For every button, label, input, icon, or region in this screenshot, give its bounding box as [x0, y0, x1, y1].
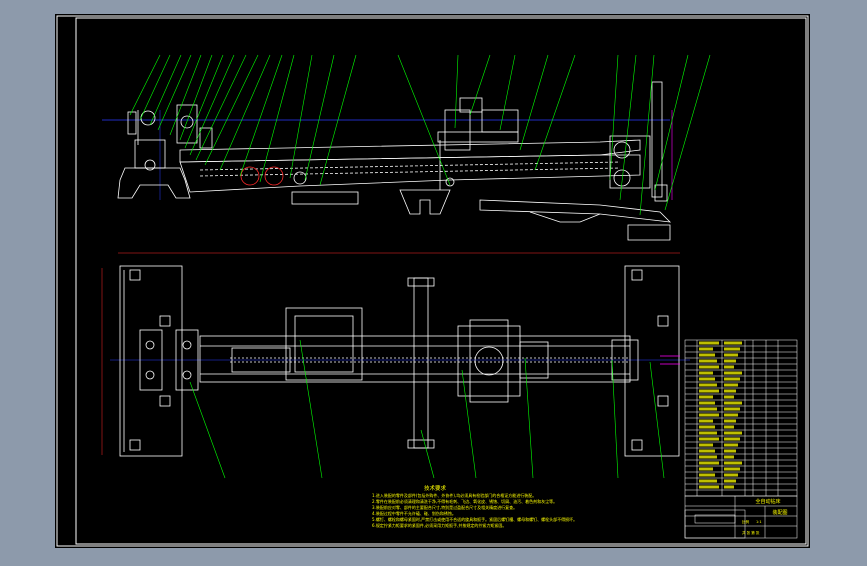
parts-row-material-mark [724, 347, 740, 351]
parts-row-material-mark [724, 467, 740, 471]
parts-row-text-mark [699, 467, 713, 471]
feed-hopper [285, 307, 363, 381]
parts-row-material-mark [724, 407, 740, 411]
vertical-post [651, 81, 663, 198]
parts-row-material-mark [724, 395, 734, 399]
parts-row-material-mark [724, 383, 738, 387]
main-beam-plan [199, 335, 631, 383]
notes-line-2: 2.零件在装配前必须清理和清洗干净,不得有毛刺、飞边、氧化皮、锈蚀、切屑、油污、… [372, 498, 557, 504]
right-carriage [609, 135, 651, 189]
parts-row-text-mark [699, 353, 715, 357]
parts-list [684, 339, 798, 497]
parts-row-text-mark [699, 425, 715, 429]
parts-row-text-mark [699, 341, 719, 345]
parts-row-material-mark [724, 353, 738, 357]
title-scale-label: 比例 [742, 519, 750, 524]
left-base-plate [119, 265, 183, 457]
notes-line-4: 4.装配过程中零件不允许磕、碰、划伤和锈蚀。 [372, 510, 456, 516]
parts-row-text-mark [699, 455, 717, 459]
right-base-plate [624, 265, 680, 457]
parts-row-material-mark [724, 359, 736, 363]
parts-row-material-mark [724, 449, 736, 453]
notes-heading: 技术要求 [424, 484, 447, 492]
parts-row-text-mark [699, 401, 715, 405]
parts-row-text-mark [699, 365, 719, 369]
title-scale: 1:1 [756, 520, 762, 524]
roller-red-right [264, 166, 284, 186]
drill-head [444, 109, 471, 151]
parts-row-text-mark [699, 473, 715, 477]
notes-line-1: 1.进入装配的零件及部件(包括外购件、外协件),均必须具有检验部门的合格证方能进… [372, 492, 536, 498]
parts-row-text-mark [699, 461, 719, 465]
parts-row-material-mark [724, 377, 740, 381]
parts-row-text-mark [699, 377, 715, 381]
parts-row-text-mark [699, 479, 717, 483]
parts-row-material-mark [724, 431, 742, 435]
lower-bracket [399, 189, 451, 215]
parts-row-material-mark [724, 437, 740, 441]
parts-row-material-mark [724, 419, 736, 423]
front-view [102, 81, 673, 241]
parts-row-text-mark [699, 419, 713, 423]
plan-view [101, 252, 690, 457]
technical-notes: 技术要求 1.进入装配的零件及部件(包括外购件、外协件),均必须具有检验部门的合… [372, 484, 577, 528]
parts-row-text-mark [699, 395, 713, 399]
parts-row-text-mark [699, 407, 717, 411]
parts-row-material-mark [724, 425, 734, 429]
title-drawing-name: 全自动钻床 [755, 498, 780, 505]
parts-row-material-mark [724, 371, 742, 375]
leader-lines-bottom [189, 339, 665, 479]
parts-row-material-mark [724, 389, 736, 393]
parts-row-material-mark [724, 341, 742, 345]
title-block [684, 495, 798, 539]
parts-row-text-mark [699, 371, 713, 375]
parts-row-material-mark [724, 455, 734, 459]
parts-row-text-mark [699, 485, 719, 489]
notes-line-5: 5.螺钉、螺栓和螺母紧固时,严禁打击或使用不合适的旋具和扳手。紧固后螺钉槽、螺母… [372, 516, 577, 522]
parts-row-material-mark [724, 401, 742, 405]
parts-text-marks [699, 341, 742, 489]
lower-linkage [479, 199, 672, 223]
parts-row-text-mark [699, 437, 719, 441]
drawing-sheet [55, 14, 810, 548]
leader-lines-top [129, 54, 711, 216]
roller-red-left [240, 166, 260, 186]
parts-row-material-mark [724, 461, 742, 465]
parts-row-text-mark [699, 347, 713, 351]
base-foot [627, 224, 671, 241]
title-sheet: 共 张 第 张 [742, 530, 760, 535]
notes-line-3: 3.装配前应对零、部件的主要配合尺寸,特别是过盈配合尺寸及相关精度进行复查。 [372, 504, 517, 510]
parts-row-text-mark [699, 443, 713, 447]
notes-line-6: 6.规定拧紧力矩要求的紧固件,必须采用力矩扳手,并按规定的拧紧力矩紧固。 [372, 522, 506, 528]
parts-row-text-mark [699, 413, 719, 417]
parts-row-material-mark [724, 479, 736, 483]
bearing-housing-left [139, 329, 163, 391]
parts-row-material-mark [724, 443, 738, 447]
parts-row-text-mark [699, 449, 715, 453]
parts-row-text-mark [699, 389, 719, 393]
parts-row-material-mark [724, 473, 738, 477]
parts-row-text-mark [699, 431, 717, 435]
title-drawing-no: 装配图 [772, 509, 787, 516]
parts-row-text-mark [699, 359, 717, 363]
parts-row-text-mark [699, 383, 717, 387]
parts-rows [685, 345, 797, 491]
parts-row-material-mark [724, 485, 734, 489]
sheet-outer-border [56, 15, 809, 547]
sheet-inner-frame [75, 17, 807, 545]
parts-row-material-mark [724, 365, 734, 369]
lower-block [291, 191, 359, 205]
parts-row-material-mark [724, 413, 738, 417]
